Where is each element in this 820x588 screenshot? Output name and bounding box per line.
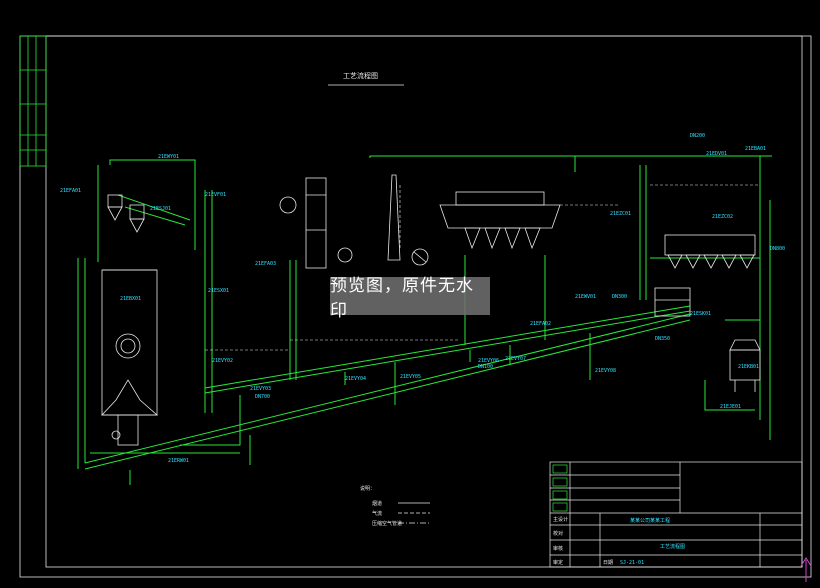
tag-label: 21EVY07 — [505, 356, 526, 362]
tag-label: 21EFA03 — [255, 261, 276, 267]
tag-label: 21EJE01 — [720, 404, 741, 410]
tag-label: 21ESK01 — [690, 311, 711, 317]
tag-label: 21EVF01 — [205, 192, 226, 198]
pipe-dn-label: DN800 — [770, 246, 785, 252]
tag-label: 21EFA01 — [60, 188, 81, 194]
bag-filter — [439, 191, 561, 250]
tag-label: 21EBX01 — [120, 296, 141, 302]
scrubber-column — [279, 177, 353, 269]
silo-right — [729, 339, 761, 392]
legend-line-samples — [398, 502, 430, 524]
tag-label: 21EVY08 — [595, 368, 616, 374]
tag-label: 21ESX01 — [208, 288, 229, 294]
binding-strip — [19, 35, 47, 167]
pipe-dn-label: DN300 — [612, 294, 627, 300]
title-block-row-label: 审核 — [553, 545, 563, 552]
tag-label: 21EZC01 — [610, 211, 631, 217]
tag-label: 21EWY01 — [158, 154, 179, 160]
tag-label: 21EDV01 — [706, 151, 727, 157]
watermark: 预览图，原件无水印 — [330, 276, 490, 321]
tag-label: 21EZC02 — [712, 214, 733, 220]
tag-label: 21EVY03 — [250, 386, 271, 392]
fan-1 — [411, 248, 429, 266]
tag-label: 21EVY06 — [478, 358, 499, 364]
tag-label: 21EKB01 — [738, 364, 759, 370]
tag-label: 21EVY02 — [212, 358, 233, 364]
legend-item-flue: 烟道 — [372, 500, 382, 507]
pipe-dn-label: DN200 — [690, 133, 705, 139]
reactor — [654, 287, 691, 317]
title-block-drawing-name: 工艺流程图 — [660, 543, 685, 550]
cyclone-2 — [129, 204, 145, 233]
title-block-row-label: 日期 — [603, 560, 613, 566]
tag-label: 21EVY04 — [345, 376, 366, 382]
drawing-title: 工艺流程图 — [343, 71, 378, 80]
tag-label: 21ERW01 — [168, 458, 189, 464]
title-block-row-label: 审定 — [553, 559, 563, 566]
cyclone-1 — [107, 194, 123, 221]
tag-label: 21EBA01 — [745, 146, 766, 152]
silo-group — [664, 234, 756, 269]
pipe-dn-label: DN100 — [478, 364, 493, 370]
pipe-dn-label: DN350 — [655, 336, 670, 342]
inner-frame — [45, 35, 803, 568]
title-block-project: 某某公司某某工程 — [630, 517, 670, 524]
legend-item-compressed-air: 压缩空气管道 — [372, 520, 402, 527]
title-block-row-label: 主设计 — [553, 516, 568, 523]
legend-heading: 说明： — [360, 485, 375, 492]
process-lines — [77, 155, 772, 485]
legend-item-airflow: 气流 — [372, 510, 382, 517]
title-block-row-label: 校对 — [553, 530, 563, 537]
tag-label: 21ESJ01 — [150, 206, 171, 212]
aux-lines — [205, 184, 760, 351]
title-block-stamp-cells — [552, 464, 568, 512]
title-block — [549, 461, 803, 568]
cooling-tower — [101, 269, 159, 446]
pipe-dn-label: DN700 — [255, 394, 270, 400]
tag-label: 21EWV01 — [575, 294, 596, 300]
tag-label: 21EVY05 — [400, 374, 421, 380]
tag-label: 21EFA02 — [530, 321, 551, 327]
stack — [387, 174, 401, 261]
corner-arrow-mark — [800, 557, 812, 582]
title-block-drawing-no: SJ-21-01 — [620, 560, 644, 566]
